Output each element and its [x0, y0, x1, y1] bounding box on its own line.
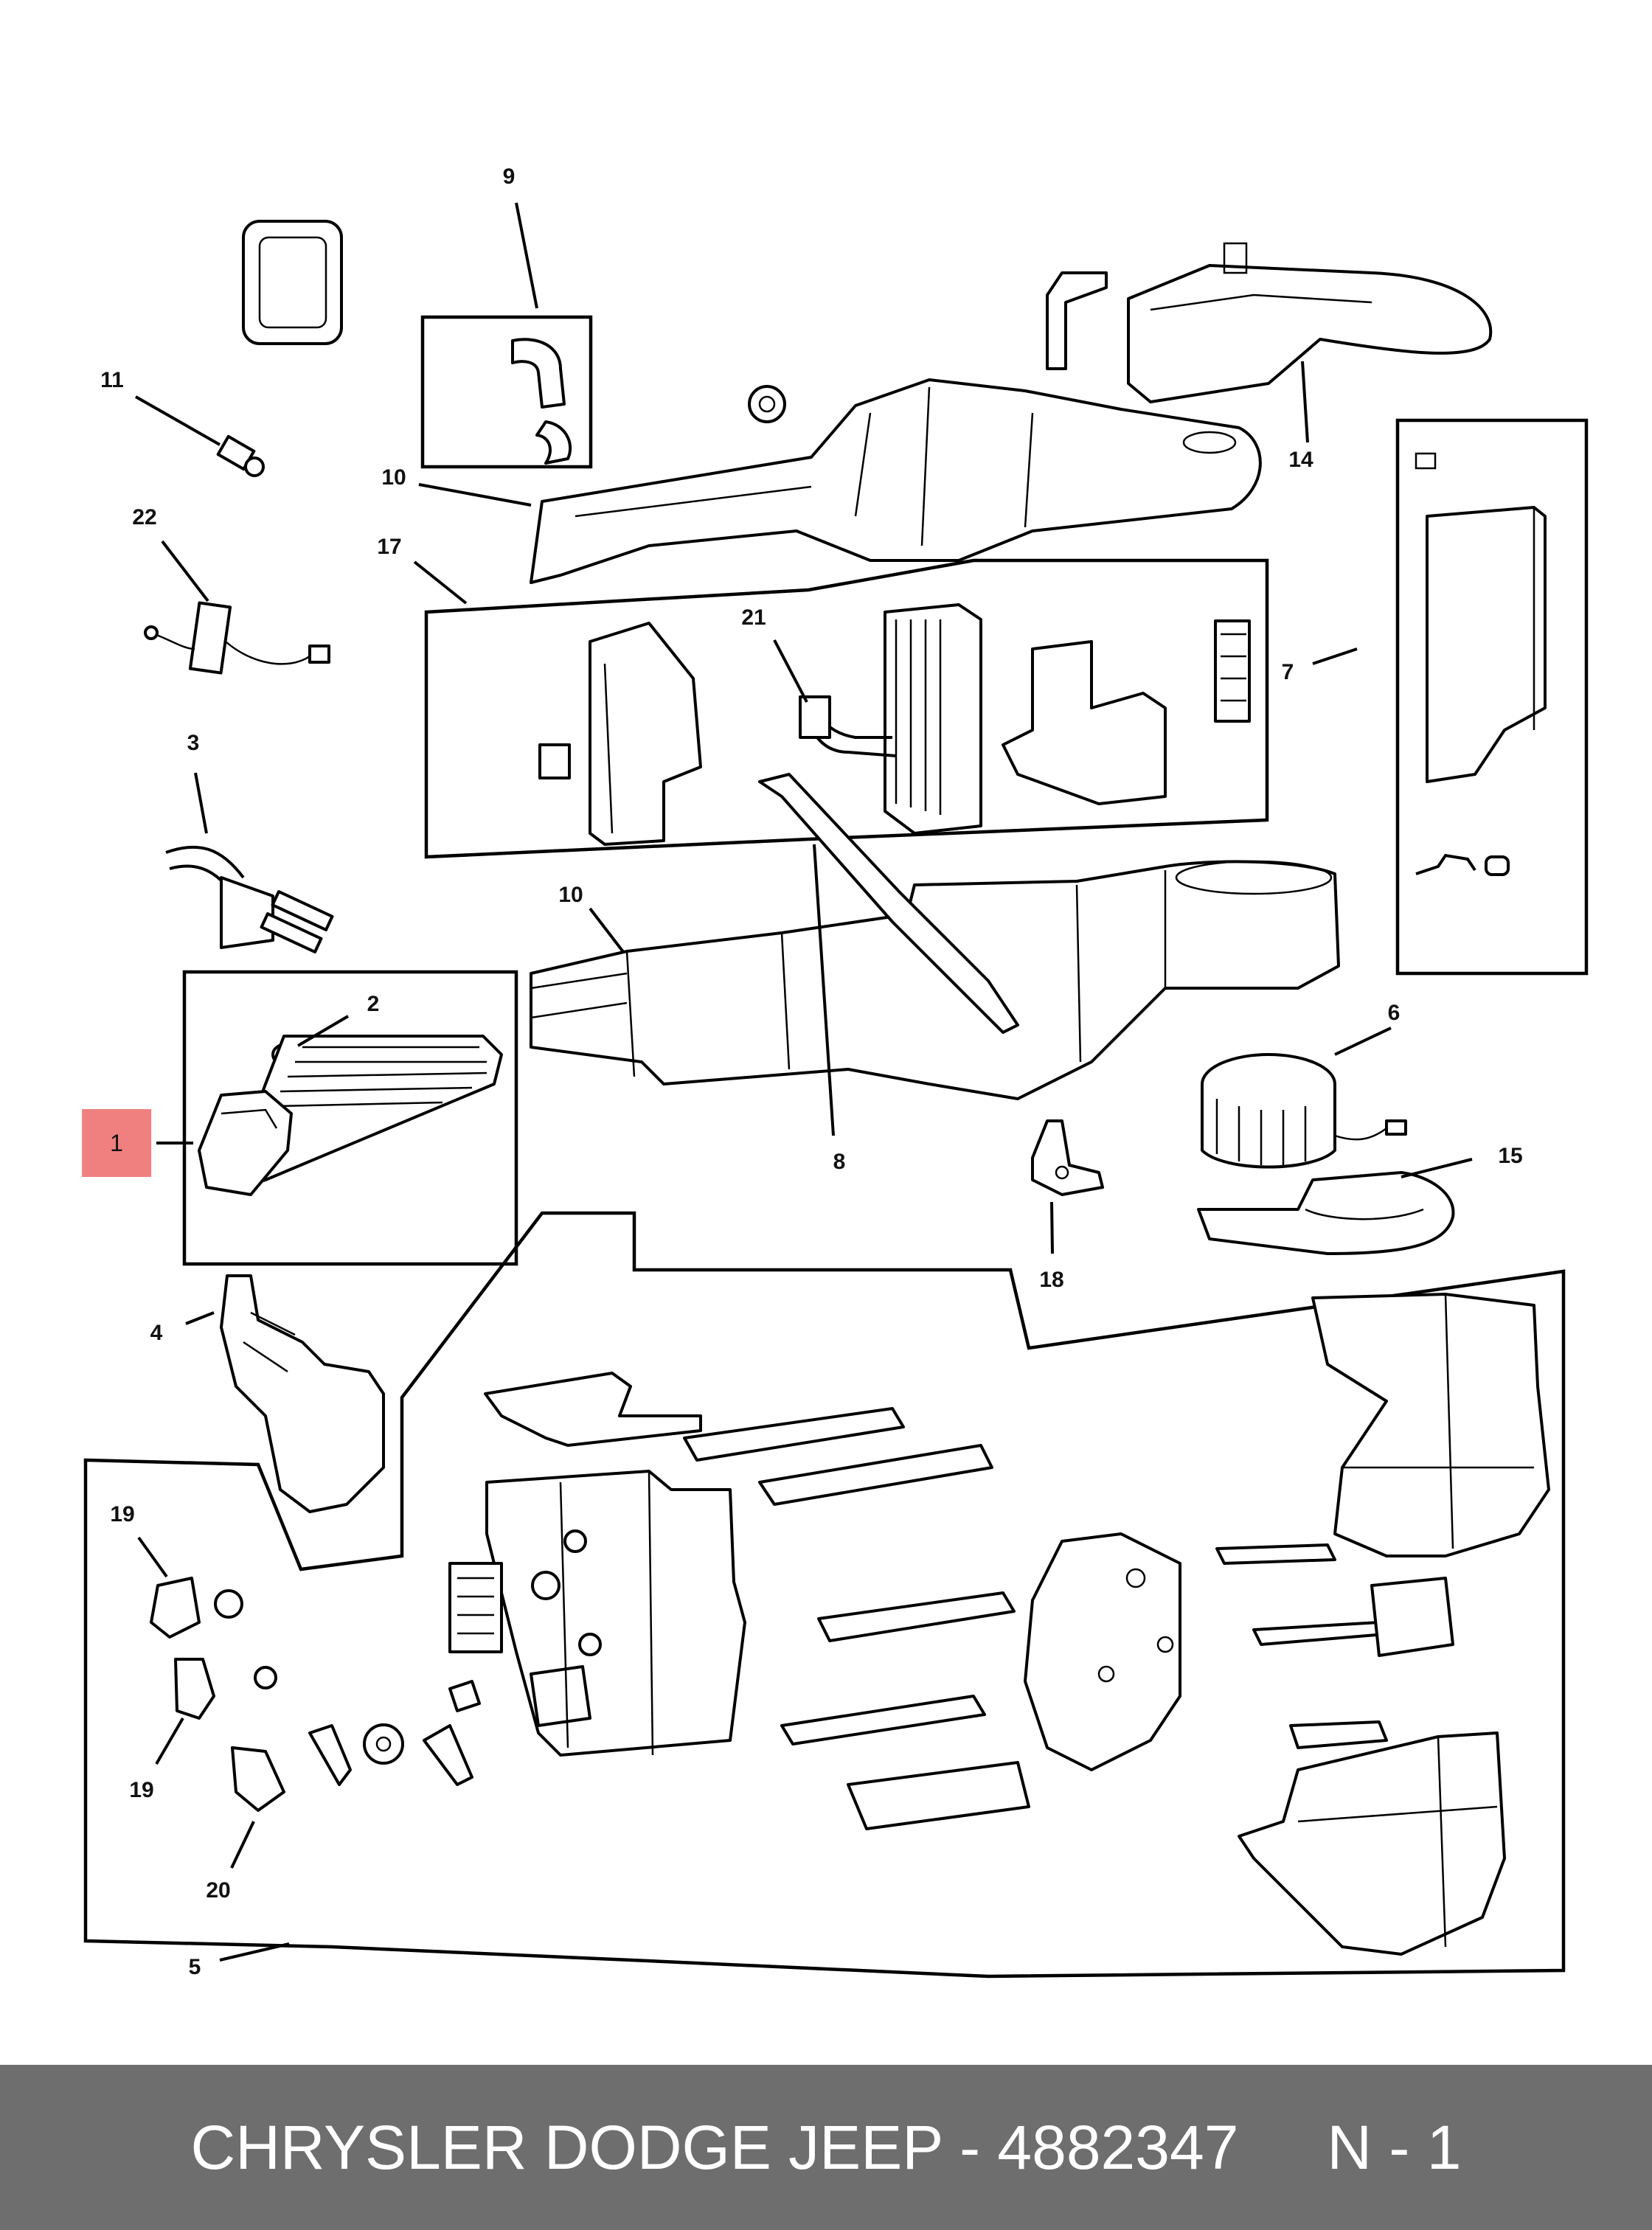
exploded-parts-diagram [83, 202, 1589, 1979]
callout-17: 17 [377, 535, 402, 559]
callout-15: 15 [1498, 1144, 1523, 1168]
part-3-heater-tubes [165, 845, 334, 954]
callout-8: 8 [833, 1150, 846, 1174]
callout-18: 18 [1039, 1268, 1064, 1292]
part-17-evaporator-components [538, 603, 1251, 846]
part-10-lower-housing [530, 860, 1340, 1100]
group-box-5 [83, 1211, 1566, 1979]
group-box-7 [1395, 418, 1589, 976]
footer-bar: CHRYSLER DODGE JEEP - 4882347 N - 1 [0, 2065, 1652, 2230]
callout-20: 20 [206, 1878, 231, 1903]
leader-lines [135, 202, 1473, 1962]
footer-page-reference: N - 1 [1327, 2112, 1462, 2182]
callout-5: 5 [188, 1955, 201, 1979]
part-1-heater-core [198, 1035, 503, 1196]
part-22-switch [144, 601, 330, 675]
footer-part-reference: CHRYSLER DODGE JEEP - 4882347 [190, 2112, 1239, 2182]
part-18-actuator [1031, 1119, 1104, 1196]
callout-2: 2 [367, 992, 380, 1016]
part-11-sensor [216, 434, 265, 477]
callout-9: 9 [502, 164, 516, 189]
callout-19-lower: 19 [129, 1778, 154, 1802]
callout-1-highlighted: 1 [82, 1109, 151, 1177]
part-6-blower-motor [1201, 1053, 1407, 1169]
callout-19-upper: 19 [110, 1502, 135, 1526]
callout-22: 22 [132, 505, 157, 529]
callout-6: 6 [1387, 1001, 1401, 1025]
part-10-upper-duct [530, 378, 1262, 584]
part-9-hoses [511, 338, 572, 465]
callout-3: 3 [187, 731, 200, 755]
part-frame-seal [242, 220, 343, 345]
callout-21: 21 [741, 605, 766, 630]
part-8-seal-strip [758, 773, 1019, 1034]
part-5-hvac-housing-assembly [150, 1293, 1550, 1956]
callout-4: 4 [150, 1321, 163, 1345]
part-7-filter-door [1415, 452, 1547, 876]
group-box-9 [420, 315, 593, 469]
part-4-side-duct [220, 1274, 385, 1513]
callout-11: 11 [100, 368, 124, 392]
callout-14: 14 [1288, 448, 1313, 472]
part-15-blower-housing [1197, 1171, 1455, 1255]
group-box-17 [424, 558, 1269, 859]
group-box-1 [182, 970, 518, 1266]
part-14-duct [1046, 242, 1493, 403]
callout-10-lower: 10 [558, 883, 583, 907]
callout-7: 7 [1281, 660, 1294, 684]
callout-10-upper: 10 [381, 465, 406, 490]
